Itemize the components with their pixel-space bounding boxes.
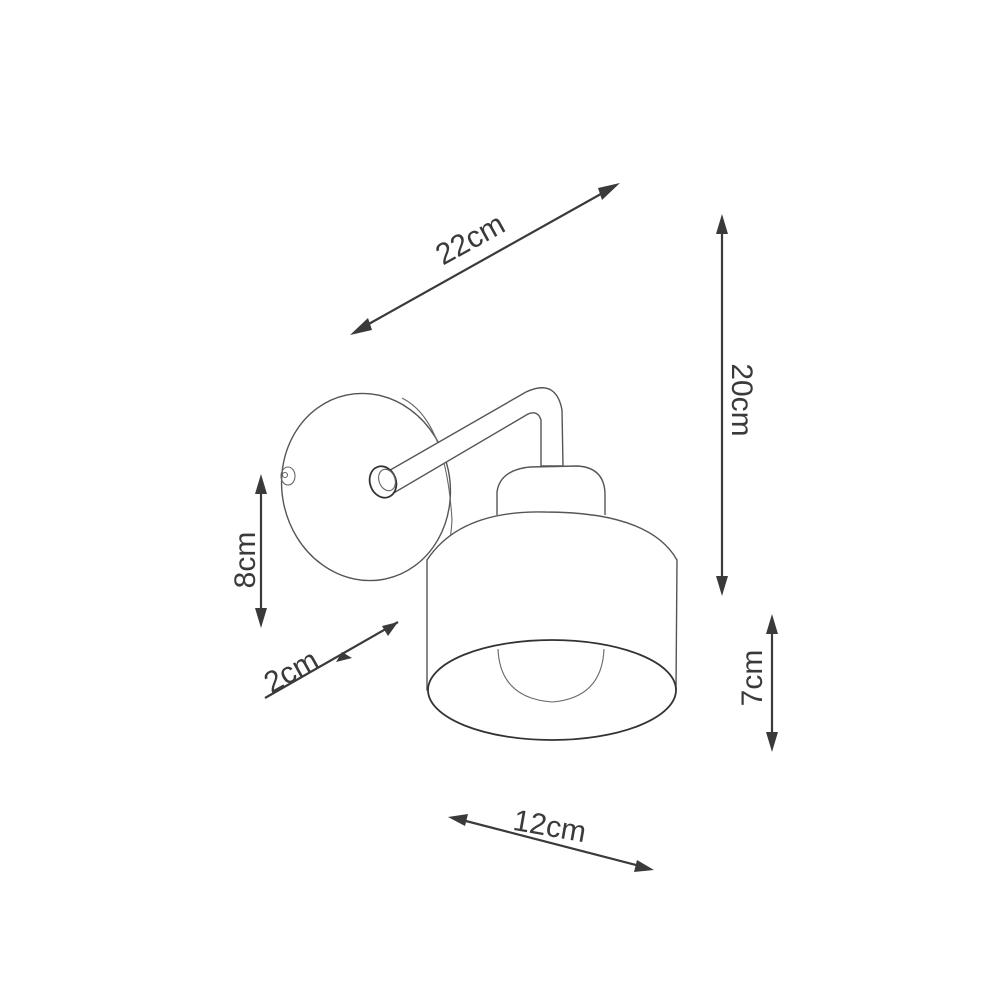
dimension-label-20cm: 20cm bbox=[725, 363, 758, 436]
dimension-label-22cm: 22cm bbox=[430, 207, 510, 271]
dimension-plate-depth: 2cm bbox=[259, 621, 399, 700]
wall-plate bbox=[280, 392, 453, 582]
dimension-shade-height: 7cm bbox=[736, 614, 778, 752]
dimension-label-7cm: 7cm bbox=[736, 650, 769, 707]
bulb bbox=[497, 648, 605, 703]
shade bbox=[426, 511, 678, 741]
dimension-label-8cm: 8cm bbox=[229, 532, 262, 589]
dimension-plate-height: 8cm bbox=[229, 474, 267, 628]
dimension-total-height: 20cm bbox=[716, 214, 758, 596]
screw-icon bbox=[280, 466, 296, 486]
dimension-shade-diameter: 12cm bbox=[448, 804, 654, 872]
socket-cap bbox=[496, 465, 606, 515]
dimension-label-2cm: 2cm bbox=[259, 644, 325, 700]
dimension-arm-length: 22cm bbox=[350, 183, 620, 335]
lamp-drawing bbox=[280, 387, 678, 741]
dimension-label-12cm: 12cm bbox=[511, 804, 589, 849]
arm bbox=[368, 387, 564, 499]
